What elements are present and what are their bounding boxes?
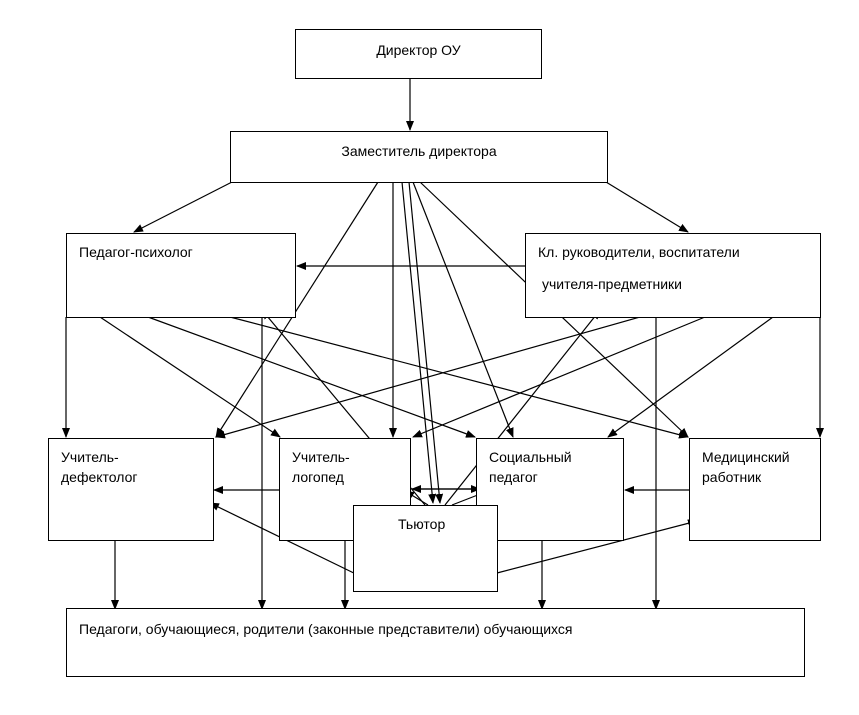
defectologist-line1: Учитель- xyxy=(61,449,119,465)
speech-therapist-line2: логопед xyxy=(292,469,344,485)
director-label: Директор ОУ xyxy=(376,42,461,58)
social-teacher-box: Социальный педагог xyxy=(476,438,624,541)
arrow-psychologist-social xyxy=(147,316,476,438)
arrow-deputy-classteachers xyxy=(605,181,689,233)
bottom-label: Педагоги, обучающиеся, родители (законны… xyxy=(79,621,573,637)
medical-worker-line1: Медицинский xyxy=(702,449,790,465)
tutor-box: Тьютор xyxy=(353,505,498,592)
psychologist-label: Педагог-психолог xyxy=(79,244,193,260)
medical-worker-line2: работник xyxy=(702,469,762,485)
arrow-tutor-classteachers xyxy=(444,309,601,506)
arrow-psychologist-speech xyxy=(99,316,281,438)
arrow-deputy-psychologist xyxy=(133,181,233,233)
arrow-deputy-tutor-1 xyxy=(401,181,437,504)
arrow-classteachers-defectologist xyxy=(215,316,641,439)
tutor-label: Тьютор xyxy=(398,516,446,532)
class-teachers-box: Кл. руководители, воспитатели учителя-пр… xyxy=(525,233,821,318)
speech-therapist-line1: Учитель- xyxy=(292,449,350,465)
arrow-deputy-social xyxy=(412,181,514,438)
social-teacher-line2: педагог xyxy=(489,469,538,485)
class-teachers-line2: учителя-предметники xyxy=(542,276,682,292)
defectologist-line2: дефектолог xyxy=(61,469,138,485)
class-teachers-line1: Кл. руководители, воспитатели xyxy=(538,244,740,260)
arrow-classteachers-social xyxy=(607,316,774,438)
arrow-psychologist-medical xyxy=(229,316,689,439)
medical-worker-box: Медицинский работник xyxy=(689,438,821,541)
social-teacher-line1: Социальный xyxy=(489,449,572,465)
arrow-deputy-tutor-2 xyxy=(408,181,444,504)
arrow-deputy-defectologist xyxy=(215,181,379,438)
bottom-box: Педагоги, обучающиеся, родители (законны… xyxy=(66,608,805,677)
director-box: Директор ОУ xyxy=(295,29,542,79)
deputy-box: Заместитель директора xyxy=(230,131,608,183)
defectologist-box: Учитель- дефектолог xyxy=(48,438,214,541)
arrow-tutor-medical xyxy=(496,519,698,574)
psychologist-box: Педагог-психолог xyxy=(66,233,296,318)
deputy-label: Заместитель директора xyxy=(341,143,497,159)
